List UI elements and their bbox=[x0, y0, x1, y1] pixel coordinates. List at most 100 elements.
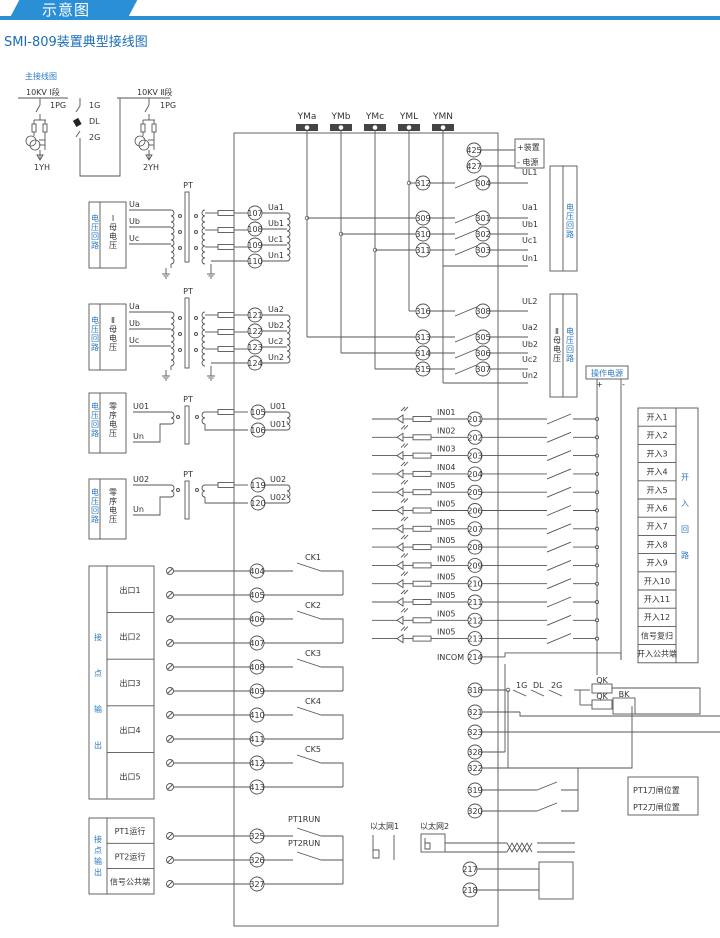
contact-switch bbox=[546, 505, 572, 516]
terminal-number: 206 bbox=[467, 507, 482, 516]
terminal-207: 207 bbox=[467, 521, 483, 537]
disconnector-icon bbox=[35, 104, 41, 113]
binary-input-label: IN02 bbox=[437, 426, 456, 435]
contact-switch bbox=[454, 331, 480, 343]
led-ray-icon bbox=[403, 626, 409, 631]
label-char: 路 bbox=[566, 229, 574, 239]
breaker-icon bbox=[72, 117, 82, 127]
terminal-206: 206 bbox=[467, 503, 483, 518]
terminal-301: 301 bbox=[475, 210, 491, 226]
label-char: 电 bbox=[91, 213, 99, 223]
pt-secondary-coil-icon bbox=[201, 209, 206, 265]
terminal-306: 306 bbox=[475, 345, 491, 361]
terminal-number: 319 bbox=[467, 786, 482, 795]
led-ray-icon bbox=[403, 498, 409, 503]
voltage-out-1-label: Ub1 bbox=[522, 220, 538, 229]
resistor-icon bbox=[412, 416, 432, 422]
polarity-dot bbox=[194, 332, 198, 336]
polarity-dot bbox=[178, 332, 182, 336]
terminal-number: 210 bbox=[467, 580, 482, 589]
led-ray-icon bbox=[400, 589, 406, 595]
terminal-208: 208 bbox=[467, 539, 483, 555]
wire bbox=[321, 570, 344, 595]
label-char: 电 bbox=[109, 231, 117, 241]
label-char: 压 bbox=[566, 212, 574, 221]
polarity-dot bbox=[194, 230, 198, 234]
polarity-dot bbox=[194, 348, 198, 352]
pt-run-row-label: PT2运行 bbox=[115, 851, 146, 861]
wire bbox=[519, 712, 720, 717]
fuse-icon bbox=[217, 409, 235, 415]
screw-terminal-icon bbox=[166, 687, 174, 695]
resistor-icon bbox=[412, 580, 432, 587]
resistor-icon bbox=[412, 489, 432, 496]
label-char: 压 bbox=[91, 325, 99, 334]
bus-terminal-hole bbox=[304, 125, 310, 130]
fuse-icon bbox=[217, 244, 235, 250]
terminal-210: 210 bbox=[467, 576, 483, 592]
bus-2-label: 10KV Ⅱ段 bbox=[137, 87, 172, 97]
polarity-dot bbox=[178, 246, 182, 250]
terminal-319: 319 bbox=[467, 782, 483, 798]
pt-terminal-label: Uc1 bbox=[268, 235, 283, 244]
fuse-icon bbox=[42, 123, 48, 133]
terminal-124: 124 bbox=[247, 355, 263, 371]
polarity-dot bbox=[194, 316, 198, 320]
terminal-number: 308 bbox=[475, 307, 490, 316]
voltage-out-2-label: Uc2 bbox=[522, 355, 537, 364]
screw-terminal-icon bbox=[166, 856, 174, 864]
screw-terminal-icon bbox=[166, 567, 174, 575]
resistor-icon bbox=[412, 544, 432, 551]
polarity-dot bbox=[194, 214, 198, 218]
voltage-out-1-label: Uc1 bbox=[522, 236, 537, 245]
terminal-number: 107 bbox=[247, 209, 262, 218]
relay-contact-icon bbox=[296, 610, 322, 620]
binary-input-row-label: 开入1 bbox=[646, 413, 667, 422]
incom-wire bbox=[504, 652, 622, 660]
terminal-number: 310 bbox=[415, 230, 430, 239]
label-char: 路 bbox=[91, 514, 99, 524]
junction-dot bbox=[595, 618, 599, 623]
terminal-323: 323 bbox=[467, 724, 483, 740]
terminal-110: 110 bbox=[247, 253, 263, 269]
terminal-number: 217 bbox=[462, 865, 477, 874]
led-ray-icon bbox=[400, 571, 406, 577]
label-char: 点 bbox=[94, 669, 102, 678]
terminal-119: 119 bbox=[250, 477, 266, 493]
banner-title: 示意图 bbox=[42, 1, 91, 19]
resistor-icon bbox=[412, 507, 432, 514]
terminal-number: 323 bbox=[467, 728, 482, 737]
terminal-number: 201 bbox=[467, 415, 482, 424]
disconnector-icon bbox=[144, 104, 150, 113]
label-char: 电 bbox=[566, 326, 574, 336]
terminal-number: 321 bbox=[467, 708, 482, 717]
terminal-number: 322 bbox=[467, 764, 482, 773]
terminal-number: 305 bbox=[475, 333, 490, 342]
terminal-212: 212 bbox=[467, 612, 483, 628]
terminal-120: 120 bbox=[250, 495, 266, 511]
binary-input-row-label: 开入3 bbox=[646, 449, 667, 458]
binary-input-label: IN05 bbox=[437, 554, 456, 563]
terminal-412: 412 bbox=[249, 755, 265, 771]
contact-output-table bbox=[88, 565, 155, 800]
label-char: 序 bbox=[109, 496, 117, 506]
bus-1-label: 10KV Ⅰ段 bbox=[26, 87, 60, 97]
polarity-dot bbox=[178, 348, 182, 352]
label-char: 电 bbox=[91, 401, 99, 411]
led-ray-icon bbox=[400, 626, 406, 631]
junction-dot bbox=[595, 453, 599, 458]
label-char: 压 bbox=[566, 336, 574, 345]
contact-switch bbox=[546, 596, 572, 608]
junction-dot bbox=[595, 490, 599, 495]
pt-terminal-label: U01' bbox=[270, 420, 288, 429]
binary-input-row-label: 开入11 bbox=[644, 595, 670, 604]
terminal-209: 209 bbox=[467, 557, 483, 573]
contact-output-label: 出口1 bbox=[119, 585, 140, 595]
resistor-icon bbox=[412, 470, 432, 477]
terminal-308: 308 bbox=[475, 303, 491, 319]
label-char: 输 bbox=[94, 856, 102, 866]
relay-contact-icon bbox=[296, 658, 322, 668]
